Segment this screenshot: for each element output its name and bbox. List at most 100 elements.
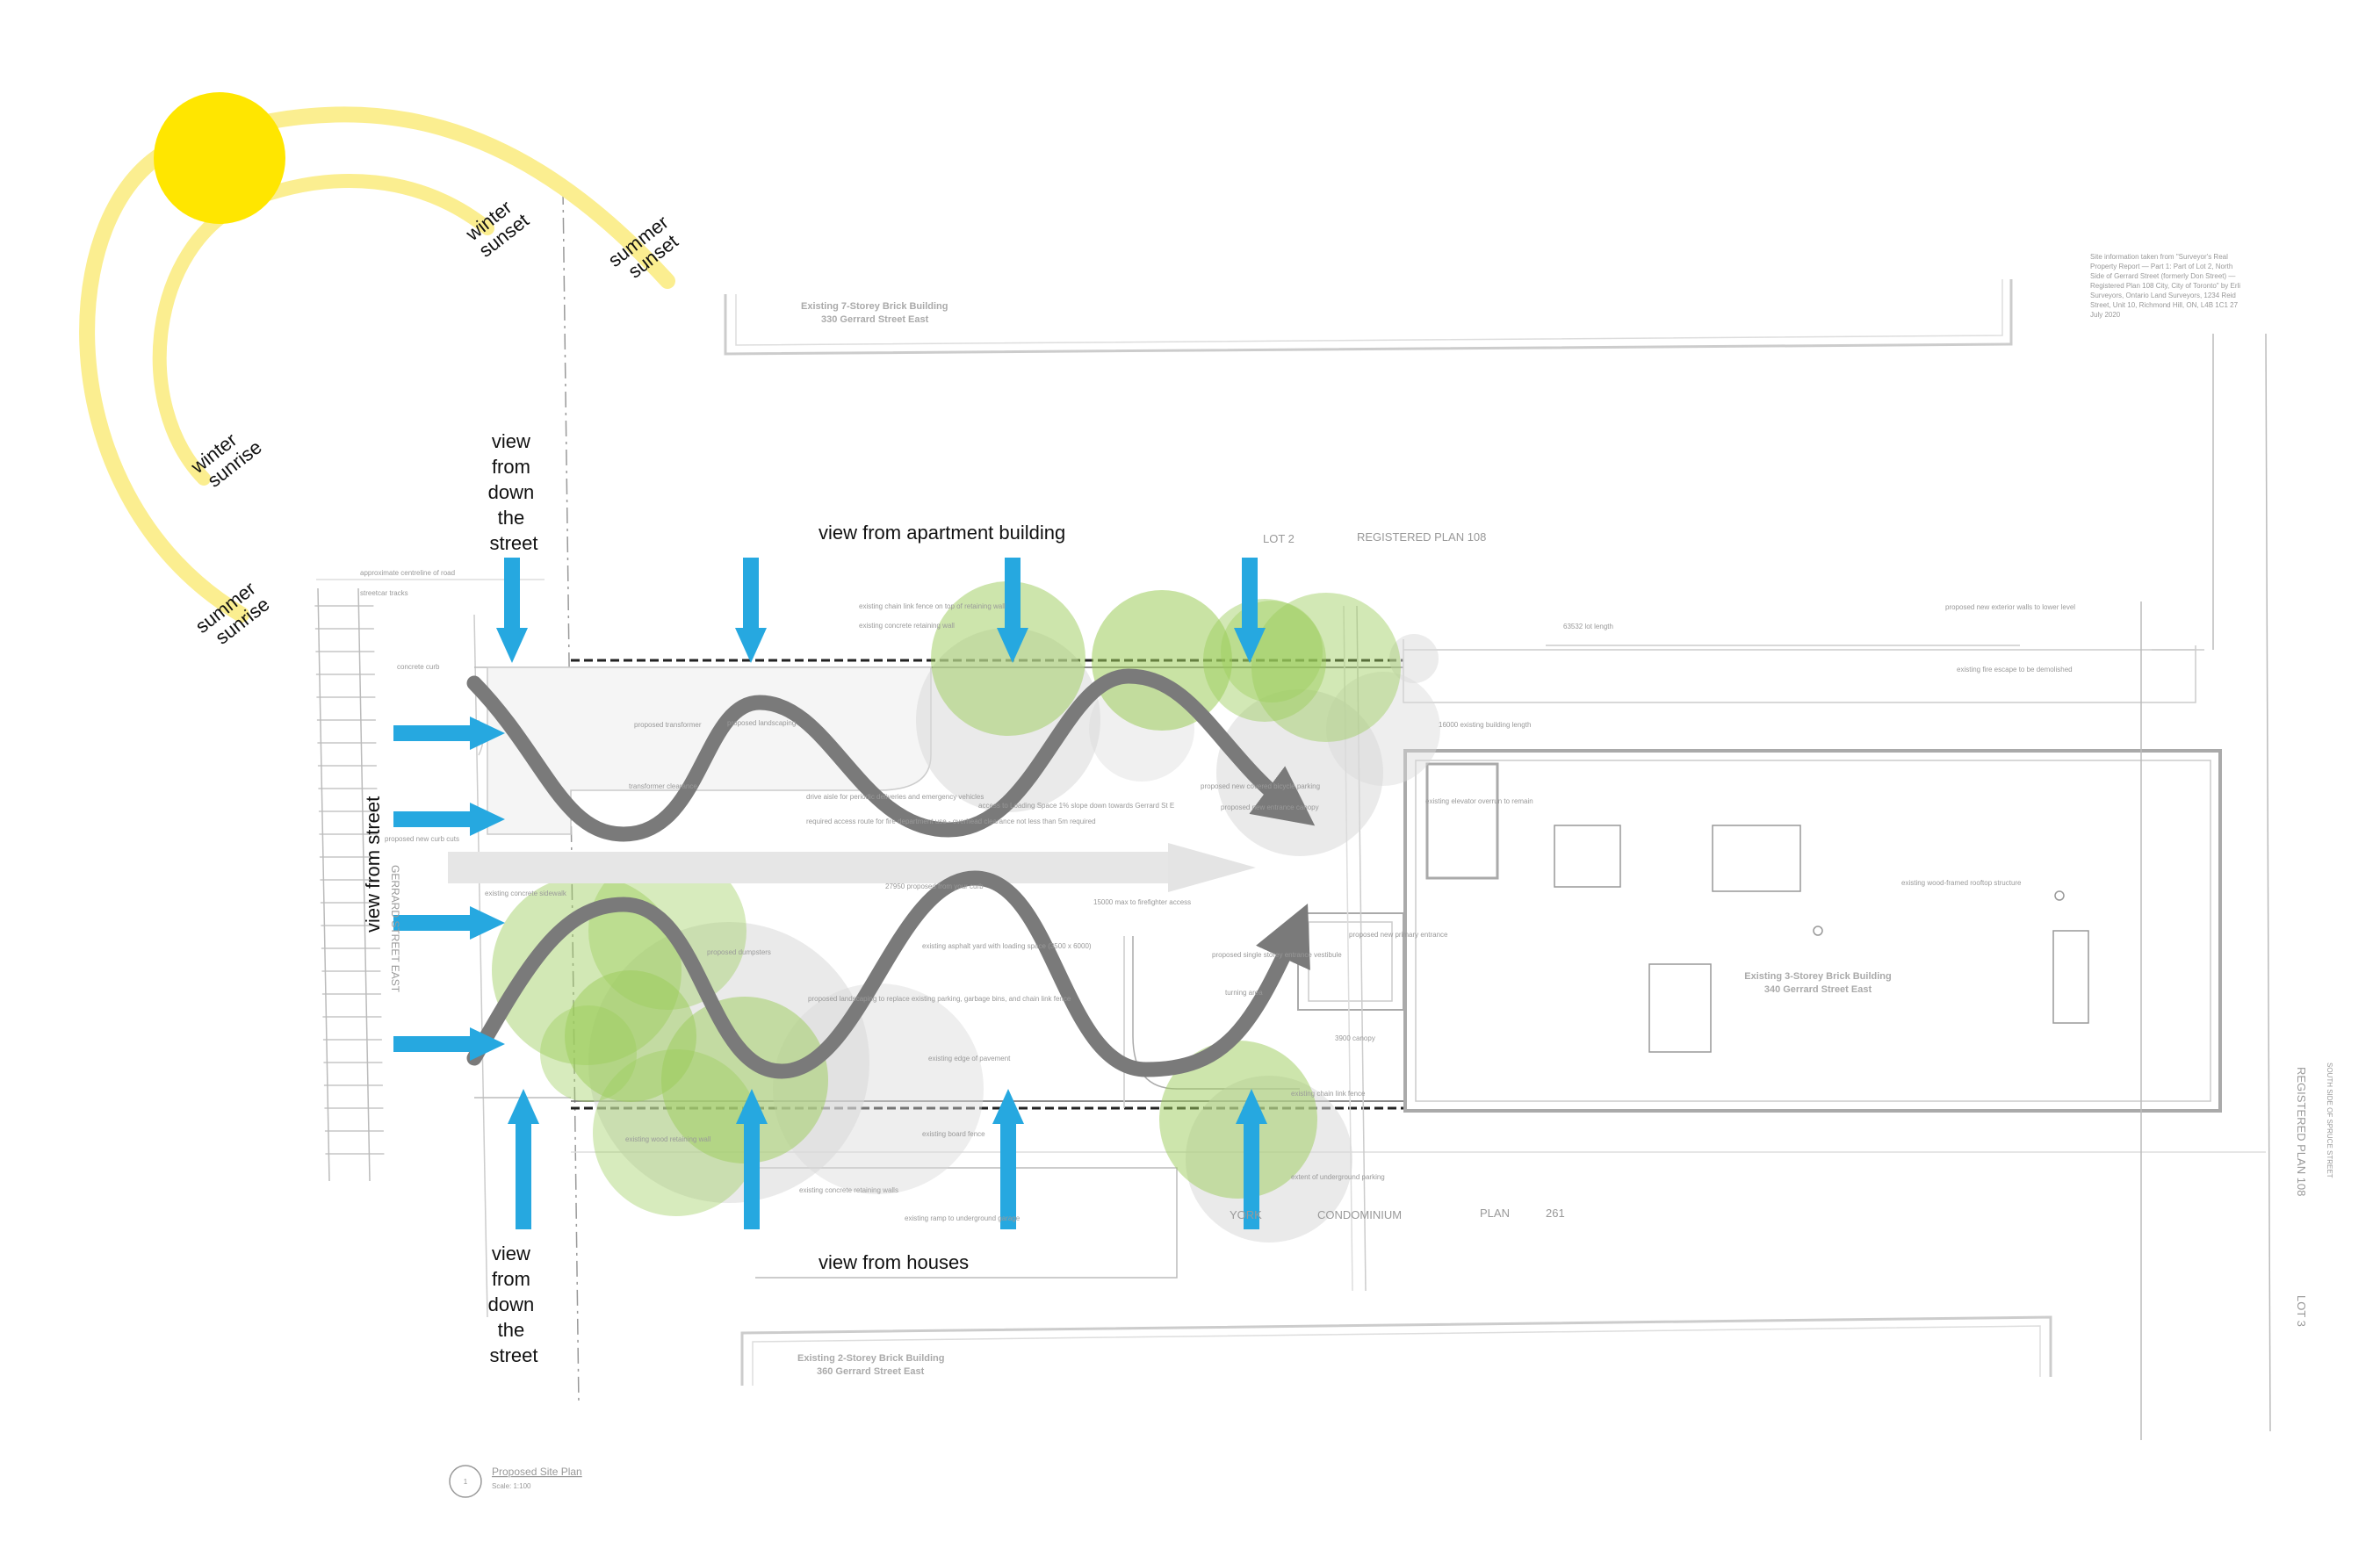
streetcar-tracks (317, 587, 371, 1182)
building-outline-top (724, 279, 2013, 356)
view-arrow-right (393, 803, 505, 836)
note-access: required access route for fire departmen… (806, 818, 1096, 825)
note-centreline: approximate centreline of road (360, 569, 455, 577)
note-dim1: 27950 proposed from your curb (885, 882, 984, 890)
drawing-scale: Scale: 1:100 (492, 1482, 531, 1490)
note-canopy: 3900 canopy (1335, 1034, 1375, 1042)
survey-note: Site information taken from "Surveyor's … (2090, 253, 2242, 319)
drawing-title: Proposed Site Plan (492, 1466, 582, 1478)
drawing-number: 1 (464, 1478, 468, 1486)
note-landscaping: proposed landscaping (727, 719, 796, 727)
note-retwall: existing concrete retaining wall (859, 622, 955, 630)
svg-text:winter sunrise: winter sunrise (186, 419, 266, 494)
sun-icon (154, 92, 285, 224)
condominium-label: CONDOMINIUM (1317, 1208, 1402, 1221)
flow-arrow-bottom (466, 870, 1310, 1079)
building-main-addr: 340 Gerrard Street East (1764, 984, 1872, 995)
note-primary: proposed new primary entrance (1349, 931, 1448, 939)
lot3-label: LOT 3 (2295, 1295, 2308, 1327)
tree-canopy (661, 997, 828, 1163)
view-arrow-up (1236, 1089, 1267, 1229)
building-bottom-addr: 360 Gerrard Street East (817, 1366, 925, 1377)
tree-canopy (540, 1005, 637, 1102)
view-arrow-up (508, 1089, 539, 1229)
building-top-addr: 330 Gerrard Street East (821, 314, 929, 325)
view-arrow-down (496, 558, 528, 663)
note-egress: existing fire escape to be demolished (1957, 666, 2073, 674)
note-dim2: 15000 max to firefighter access (1093, 898, 1191, 906)
note-extwall: proposed new exterior walls to lower lev… (1945, 603, 2075, 611)
tree-canopy-grey (1389, 634, 1439, 683)
sun-labels: winter sunset summer sunset winter sunri… (186, 192, 690, 649)
note-concwalls: existing concrete retaining walls (799, 1186, 898, 1194)
streetcar-ties (314, 605, 385, 1155)
note-clearance: transformer clearance (629, 782, 697, 790)
plan-label: PLAN (1480, 1207, 1510, 1220)
note-transformer: proposed transformer (634, 721, 702, 729)
note-chainlink: existing chain link fence on top of reta… (859, 602, 1006, 610)
note-woodframe: existing wood-framed rooftop structure (1901, 879, 2022, 887)
svg-text:winter sunset: winter sunset (461, 192, 533, 262)
note-underground: extent of underground parking (1291, 1173, 1385, 1181)
note-landscape2: proposed landscaping to replace existing… (808, 995, 1071, 1003)
main-building-outline (1403, 749, 2222, 1113)
view-arrow-down (735, 558, 767, 663)
note-dumpsters: proposed dumpsters (707, 948, 771, 956)
building-main-name: Existing 3-Storey Brick Building (1744, 971, 1891, 982)
york-label: YORK (1230, 1208, 1262, 1221)
building-top-name: Existing 7-Storey Brick Building (801, 301, 948, 312)
drawing-number-circle (449, 1465, 482, 1498)
street-name-label: GERRARD STREET EAST (389, 865, 401, 993)
note-chainlink2: existing chain link fence (1291, 1090, 1366, 1098)
tree-canopy (1221, 601, 1323, 702)
note-curbcuts: proposed new curb cuts (385, 835, 459, 843)
view-label-street: view from street (362, 796, 384, 933)
note-boardfence: existing board fence (922, 1130, 985, 1138)
winter-sun-arc (152, 174, 494, 486)
tree-canopy (1203, 599, 1326, 722)
registered-plan-vertical: REGISTERED PLAN 108 (2295, 1067, 2308, 1196)
view-label-bottom-street: view from down the street (488, 1243, 540, 1366)
note-bike: proposed new covered bicycle parking (1201, 782, 1320, 790)
view-arrow-right (393, 1027, 505, 1061)
tree-canopy-grey (1326, 672, 1440, 786)
note-woodwall: existing wood retaining wall (625, 1135, 711, 1143)
tree-canopy (931, 581, 1085, 736)
main-axis-arrow (448, 843, 1256, 892)
flow-arrow-top (466, 668, 1316, 842)
note-sidewalk: existing concrete sidewalk (485, 890, 567, 897)
note-entrance-canopy: proposed new entrance canopy (1221, 803, 1319, 811)
note-curb: concrete curb (397, 663, 440, 671)
svg-text:summer sunset: summer sunset (604, 208, 690, 288)
note-asphalt: existing asphalt yard with loading space… (922, 942, 1092, 950)
view-label-houses: view from houses (819, 1251, 969, 1273)
note-turning: turning area (1225, 989, 1263, 997)
view-label-top-street: view from down the street (488, 430, 540, 554)
building-bottom-name: Existing 2-Storey Brick Building (797, 1353, 944, 1364)
tree-canopy (593, 1049, 760, 1216)
view-arrow-down (997, 558, 1028, 663)
view-label-apartment: view from apartment building (819, 522, 1065, 544)
view-arrow-up (992, 1089, 1024, 1229)
registered-plan-label: REGISTERED PLAN 108 (1357, 530, 1486, 544)
note-drive: drive aisle for periodic deliveries and … (806, 793, 984, 801)
view-arrow-right (393, 717, 505, 750)
note-lot-length: 63532 lot length (1563, 623, 1613, 630)
note-elevator: existing elevator overrun to remain (1425, 797, 1533, 805)
view-arrow-down (1234, 558, 1266, 663)
sun-path-diagram (79, 92, 675, 623)
plan-annotations: Existing 7-Storey Brick Building 330 Ger… (360, 253, 2333, 1377)
note-ramp: existing ramp to underground garage (905, 1214, 1021, 1222)
note-bldg-length: 16000 existing building length (1439, 721, 1531, 729)
drawing-title-block: 1 Proposed Site Plan Scale: 1:100 (449, 1465, 582, 1498)
tree-canopy (1251, 593, 1401, 742)
view-arrow-up (736, 1089, 768, 1229)
tree-canopy-grey (773, 983, 984, 1194)
view-arrows (393, 558, 1267, 1229)
lot2-label: LOT 2 (1263, 532, 1295, 545)
view-arrow-right (393, 906, 505, 940)
note-pavement: existing edge of pavement (928, 1055, 1011, 1063)
note-loading: access to Loading Space 1% slope down to… (978, 802, 1174, 810)
tree-canopy (1092, 590, 1232, 731)
note-tracks: streetcar tracks (360, 589, 408, 597)
